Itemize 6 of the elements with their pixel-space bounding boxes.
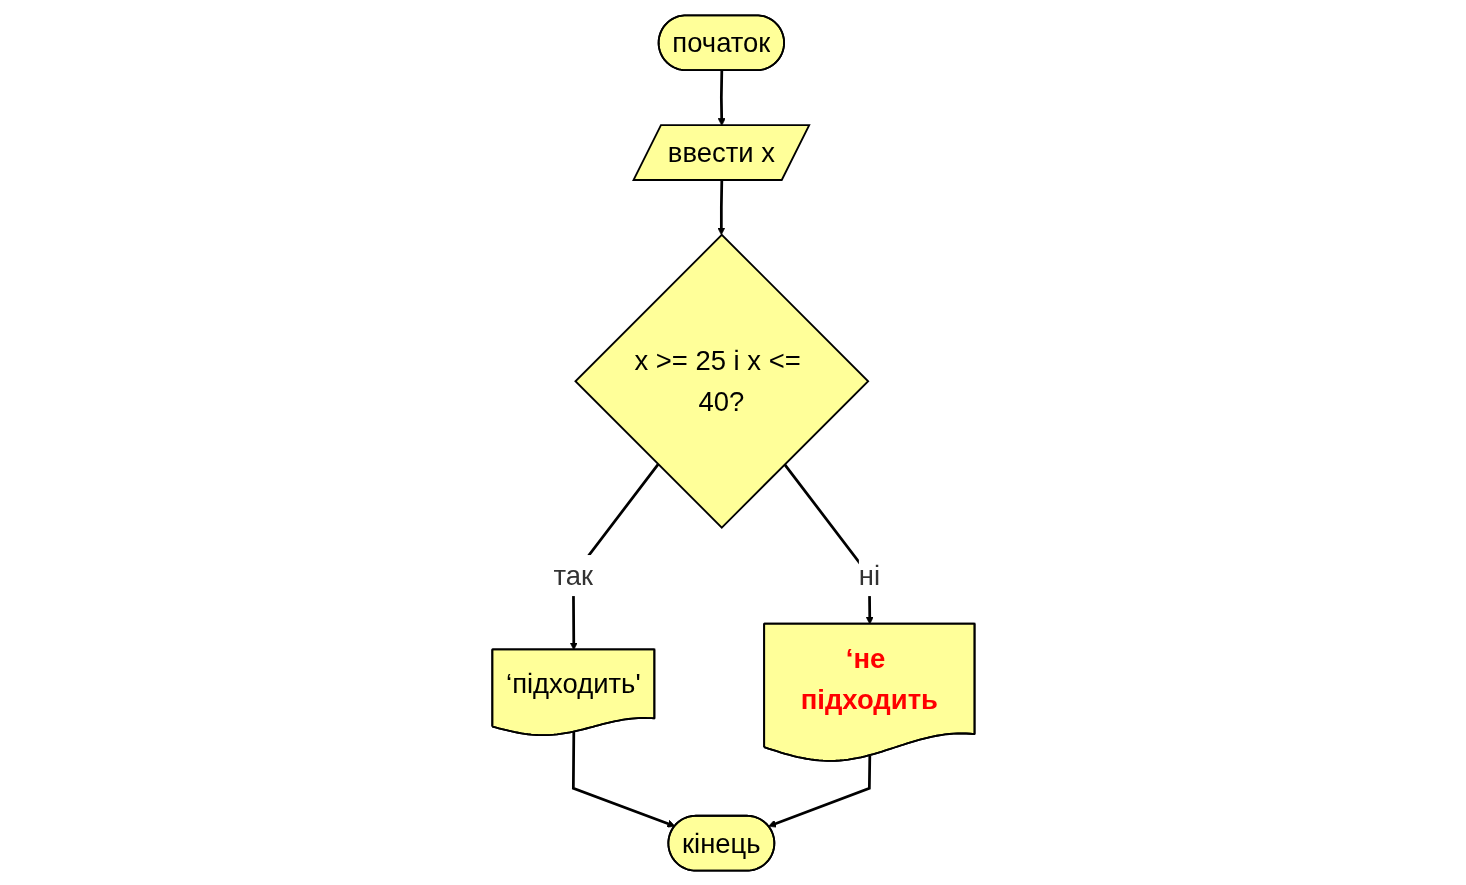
edge-label: ні [858,560,880,591]
edge-label: так [553,560,593,591]
arrow [716,179,725,235]
arrow [767,755,871,828]
arrow [571,731,675,828]
node-diamond: x >= 25 і x <= 40? [573,233,870,529]
